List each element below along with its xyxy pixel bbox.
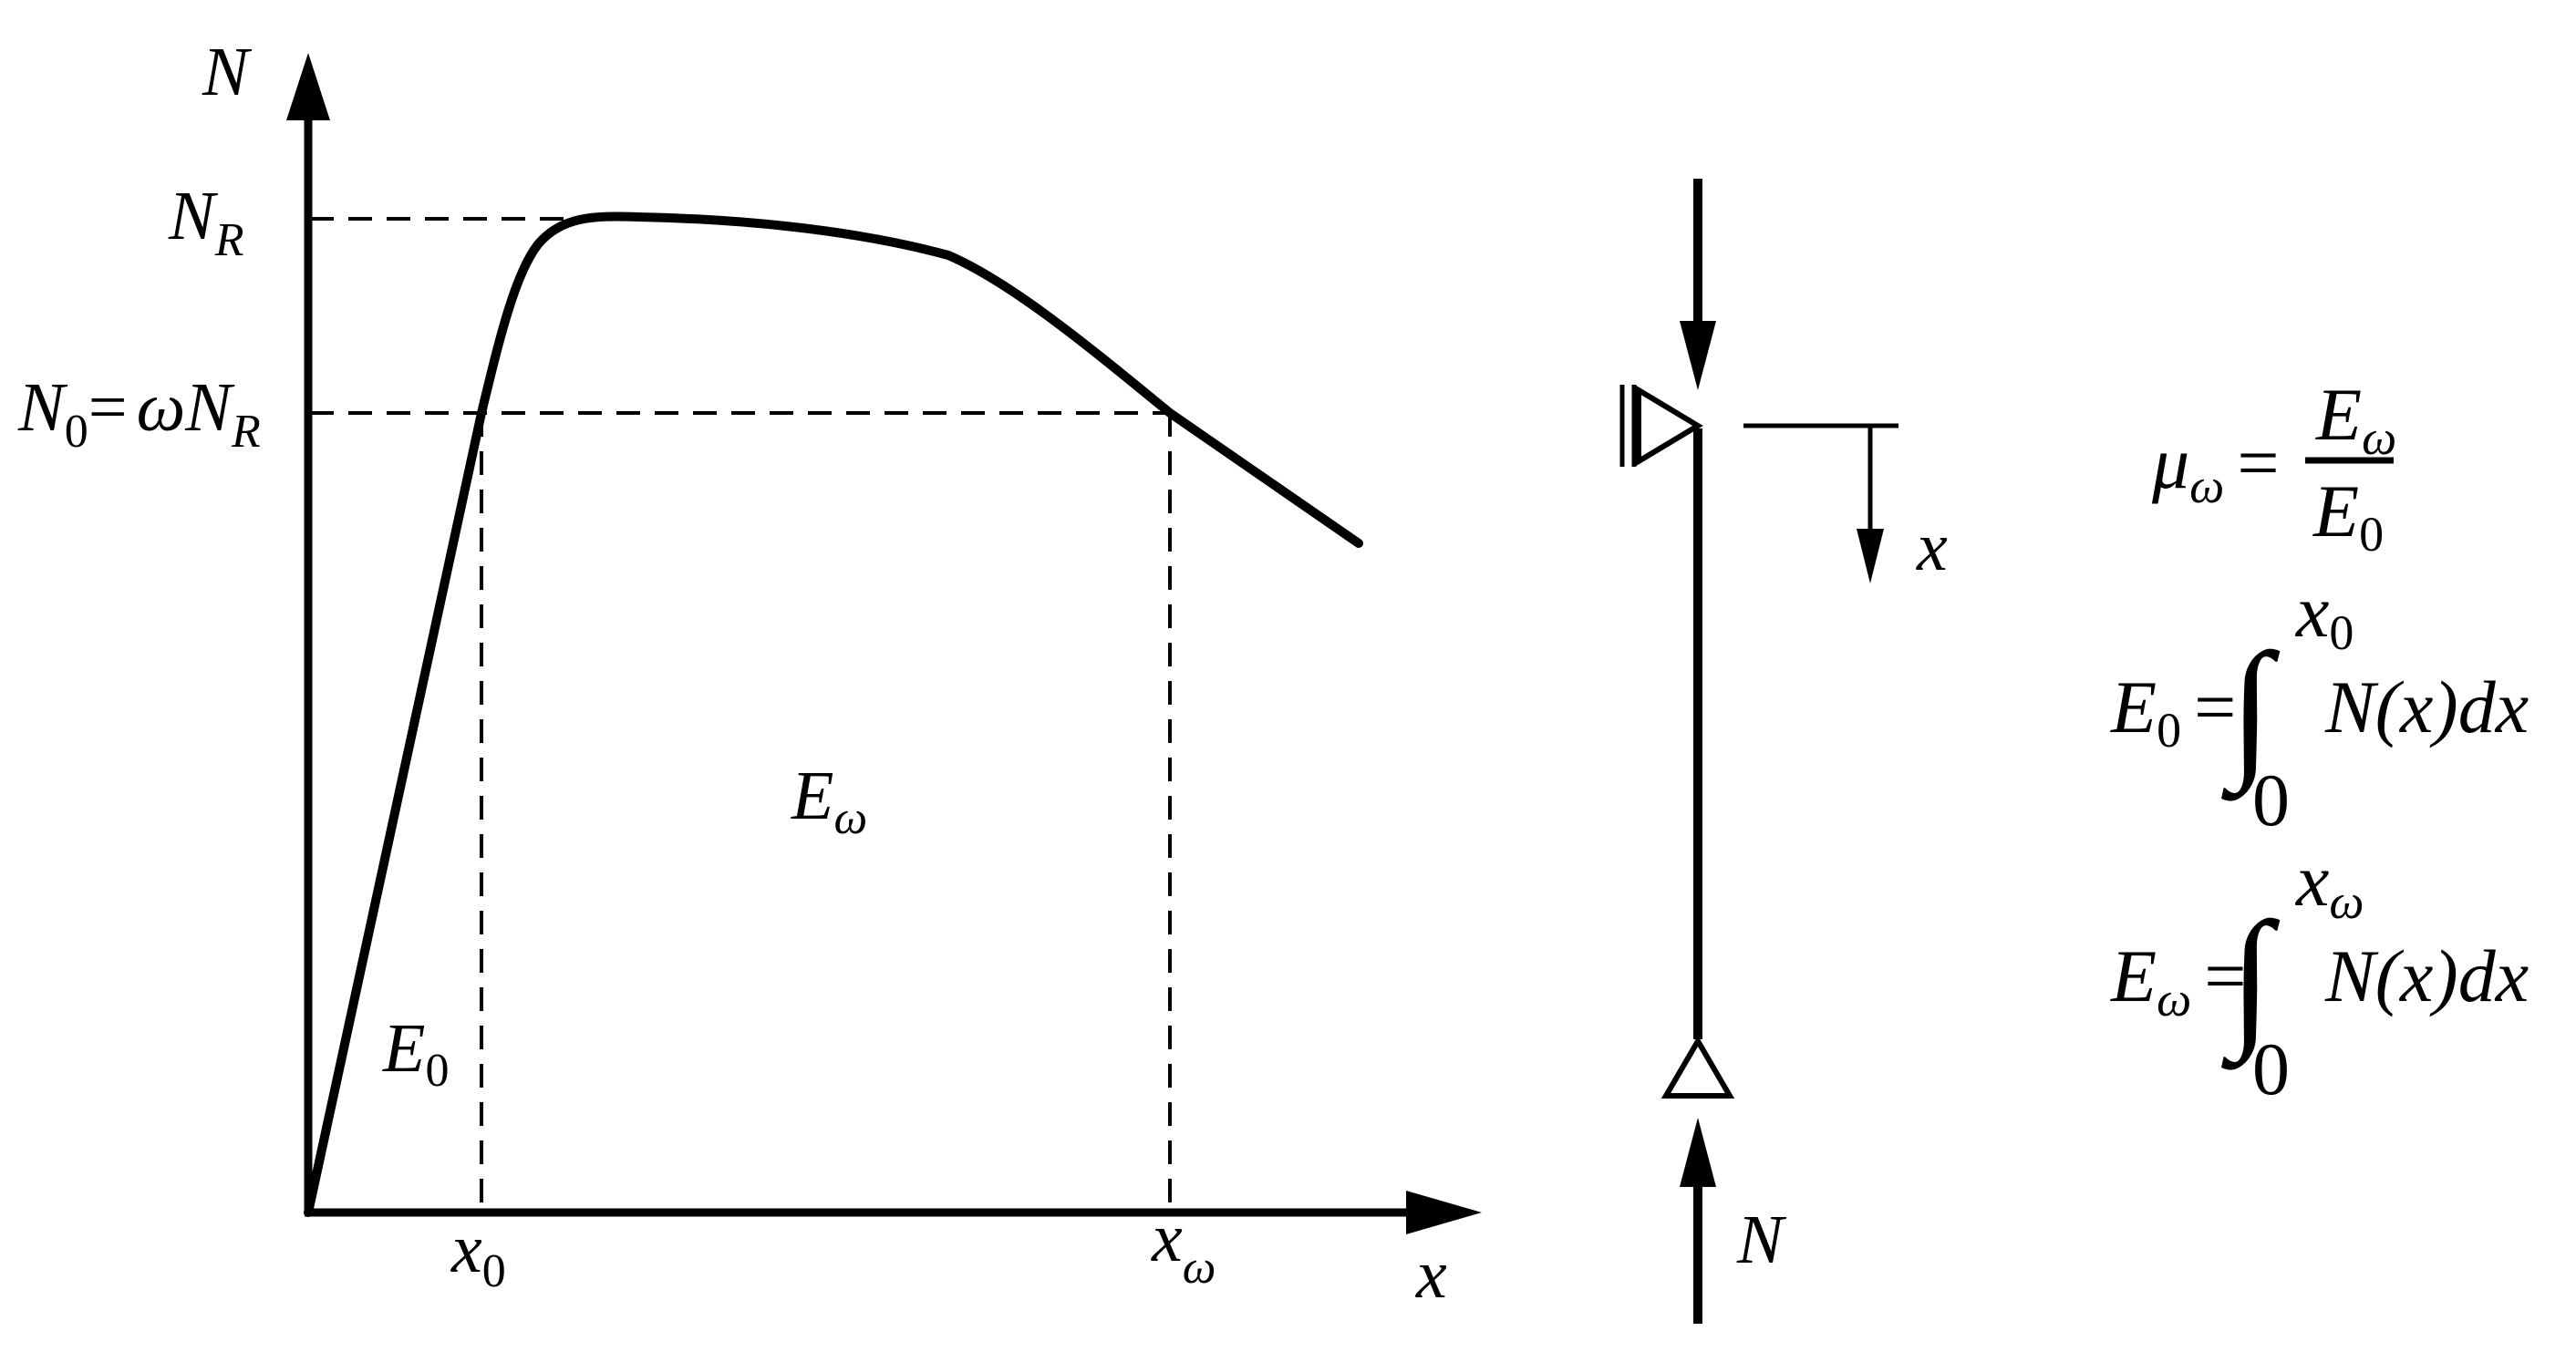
column-sketch: x N bbox=[1619, 179, 1948, 1324]
E0-lower-limit: 0 bbox=[2252, 758, 2290, 841]
load-displacement-graph: N x NR N0=ωNR x0 xω E0 Eω bbox=[17, 34, 1482, 1313]
svg-text:E0=: E0= bbox=[2110, 666, 2236, 758]
Ew-lower-limit: 0 bbox=[2252, 1027, 2290, 1110]
x0-tick-label: x0 bbox=[450, 1211, 506, 1297]
Ew-area-label: Eω bbox=[791, 758, 867, 844]
Ew-formula: Eω= ∫ xω 0 N(x)dx bbox=[2110, 839, 2529, 1110]
Ew-integrand: N(x)dx bbox=[2324, 934, 2529, 1017]
NR-label: NR bbox=[168, 178, 243, 266]
x-axis-label: x bbox=[1415, 1236, 1447, 1313]
mu-denominator: E0 bbox=[2312, 469, 2384, 562]
displacement-label: x bbox=[1916, 509, 1948, 585]
y-axis-label: N bbox=[202, 34, 253, 110]
formulas: μω= Eω E0 E0= ∫ x0 0 N(x)dx Eω= bbox=[2110, 373, 2529, 1110]
bottom-load-label: N bbox=[1736, 1202, 1787, 1278]
load-displacement-curve bbox=[304, 212, 1363, 1217]
E0-formula: E0= ∫ x0 0 N(x)dx bbox=[2110, 570, 2529, 841]
E0-area-label: E0 bbox=[382, 1010, 449, 1097]
E0-integral-sign: ∫ bbox=[2220, 622, 2281, 801]
N0-label: N0=ωNR bbox=[17, 369, 261, 458]
xw-tick-label: xω bbox=[1151, 1200, 1216, 1294]
Ew-integral-sign: ∫ bbox=[2220, 891, 2281, 1070]
displacement-arrowhead bbox=[1857, 529, 1884, 583]
y-axis-arrowhead bbox=[286, 53, 330, 120]
Ew-upper-limit: xω bbox=[2295, 839, 2364, 929]
x-axis-arrowhead bbox=[1406, 1191, 1482, 1234]
mu-formula: μω= Eω E0 bbox=[2151, 373, 2396, 562]
top-load-arrowhead bbox=[1680, 321, 1716, 390]
E0-integrand: N(x)dx bbox=[2324, 666, 2529, 748]
mu-numerator: Eω bbox=[2315, 373, 2396, 465]
svg-text:μω=: μω= bbox=[2151, 421, 2280, 513]
E0-upper-limit: x0 bbox=[2295, 570, 2354, 660]
svg-text:Eω=: Eω= bbox=[2110, 934, 2246, 1027]
top-support-triangle bbox=[1636, 385, 1703, 467]
bottom-support-triangle bbox=[1660, 1036, 1735, 1099]
bottom-load-arrowhead bbox=[1680, 1118, 1716, 1187]
